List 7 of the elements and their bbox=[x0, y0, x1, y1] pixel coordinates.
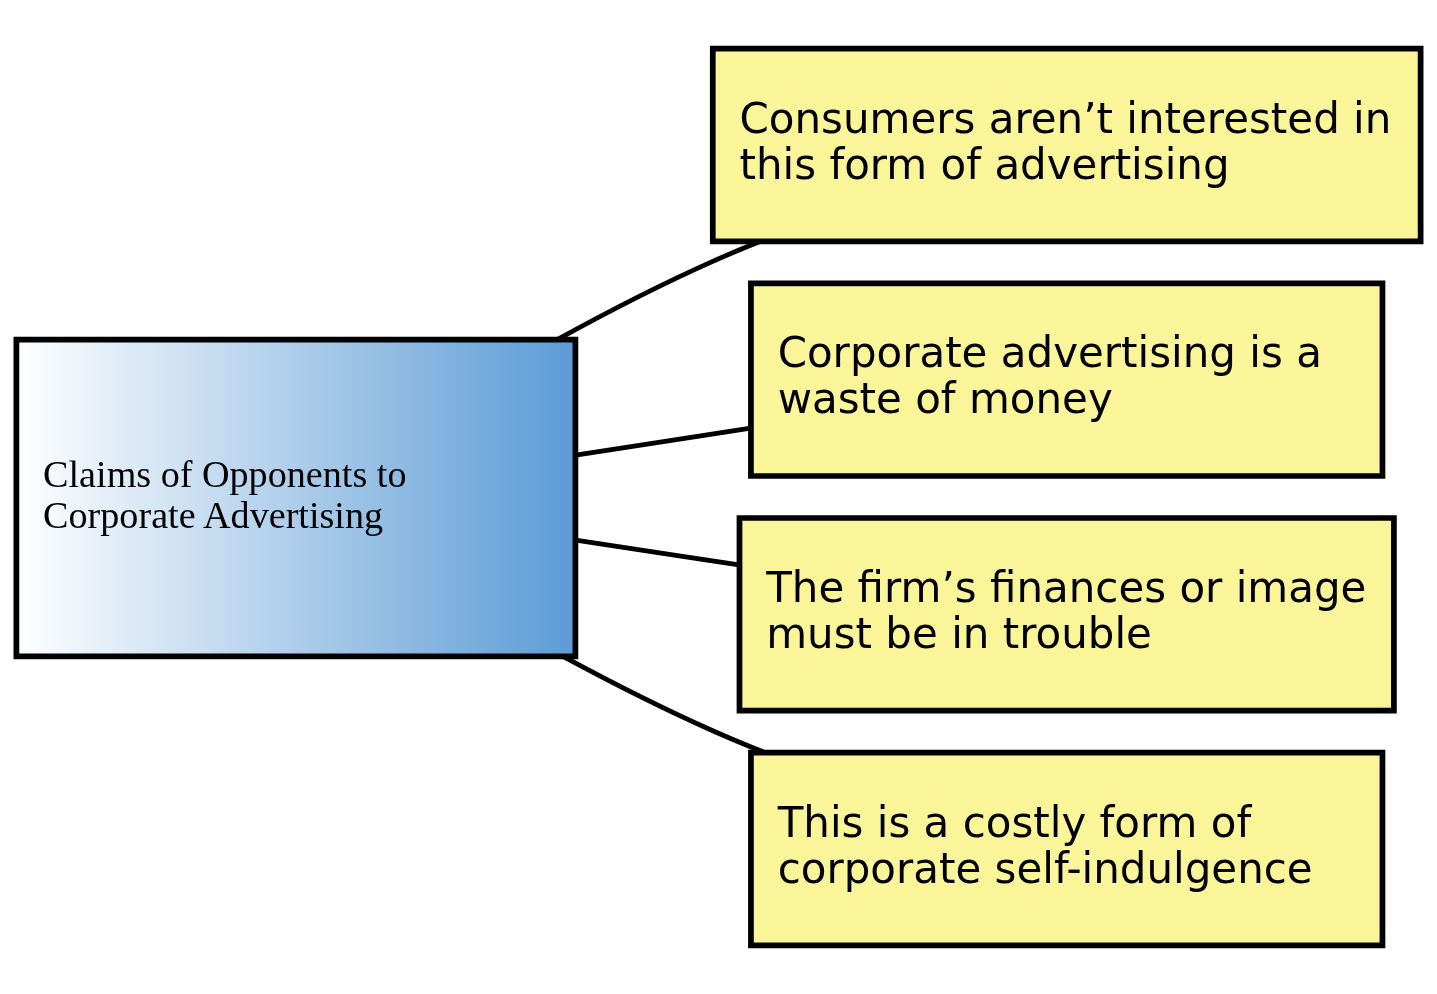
node-box: The firm’s finances or image must be in trouble bbox=[736, 515, 1397, 714]
node-box: Consumers aren’t interested in this form of advertising bbox=[709, 45, 1424, 245]
node-box: Corporate advertising is a waste of money bbox=[748, 280, 1386, 479]
node-box: This is a costly form of corporate self-indulgence bbox=[748, 749, 1386, 949]
node-box: Claims of Opponents to Corporate Advertising bbox=[13, 336, 579, 660]
connector bbox=[575, 537, 740, 568]
connector bbox=[575, 425, 752, 458]
